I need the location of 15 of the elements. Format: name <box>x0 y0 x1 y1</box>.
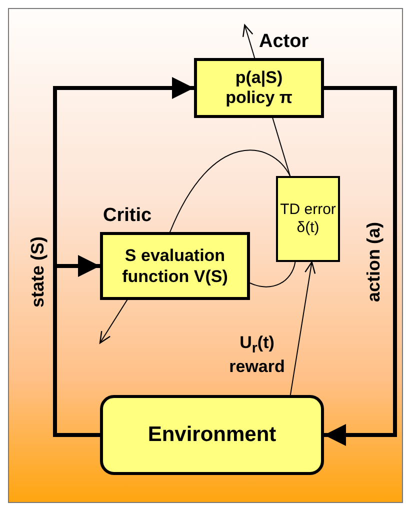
box-text: TD error δ(t) <box>279 201 337 237</box>
thick-arrow <box>324 86 397 446</box>
value-connector <box>250 262 296 288</box>
action-label: action (a) <box>364 222 384 302</box>
heading: Critic <box>103 205 152 227</box>
reward-arrow <box>290 261 316 396</box>
td-error-box <box>276 176 340 262</box>
heading: Actor <box>259 31 309 53</box>
box-text: Environment <box>146 422 278 448</box>
state-label: state (S) <box>28 236 48 308</box>
environment-box <box>100 395 324 475</box>
reward-label: U$_{r}$(t) reward <box>228 333 286 376</box>
thick-arrow <box>53 255 100 437</box>
box-text: p(a|S) policy π <box>224 68 294 108</box>
box-text: S evaluation function V(S) <box>121 244 229 288</box>
